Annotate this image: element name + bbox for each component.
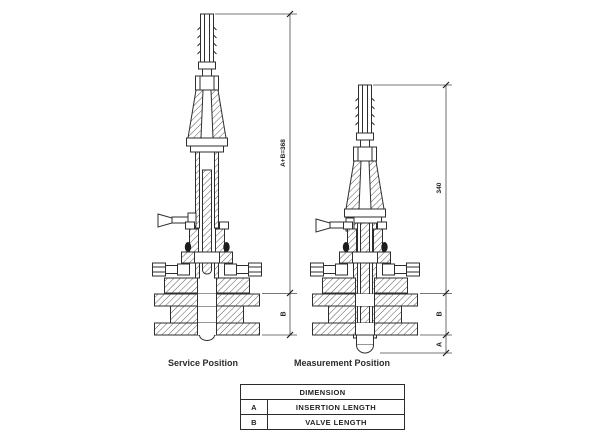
side-fittings	[152, 262, 262, 277]
measurement-position-caption: Measurement Position	[294, 358, 390, 368]
probe-cone	[344, 160, 386, 224]
dimension-label-a: INSERTION LENGTH	[295, 403, 377, 412]
measurement-valve-length-label: B	[437, 311, 444, 316]
measurement-drawing: 340 B A	[310, 81, 452, 357]
dimension-table-header: DIMENSION	[241, 385, 404, 400]
side-fittings	[310, 262, 420, 277]
dimension-key-a: A	[241, 400, 268, 414]
dimension-key-b: B	[241, 415, 268, 429]
gland-packing	[339, 221, 391, 264]
probe-cone	[186, 89, 228, 153]
service-total-dimension-label: A+B=368	[280, 139, 287, 167]
service-position-caption: Service Position	[168, 358, 238, 368]
dimension-label-b: VALVE LENGTH	[305, 418, 367, 427]
flange-assembly	[154, 277, 260, 341]
service-valve-length-label: B	[281, 311, 288, 316]
measurement-insertion-length-label: A	[437, 342, 444, 347]
handle-lever	[157, 212, 197, 228]
dimension-table: DIMENSION A INSERTION LENGTH B VALVE LEN…	[240, 384, 405, 430]
guide-tube	[195, 151, 219, 275]
table-row: B VALVE LENGTH	[241, 415, 404, 429]
measurement-dimension-lines	[373, 81, 452, 357]
table-row: A INSERTION LENGTH	[241, 400, 404, 415]
service-dimension-lines	[215, 10, 297, 339]
probe-barb-tip	[195, 13, 219, 91]
service-drawing: A+B=368 B	[152, 10, 297, 341]
gland-packing	[181, 221, 233, 279]
measurement-total-dimension-label: 340	[436, 182, 443, 193]
probe-barb-tip	[353, 84, 377, 162]
flange-assembly	[312, 277, 418, 354]
